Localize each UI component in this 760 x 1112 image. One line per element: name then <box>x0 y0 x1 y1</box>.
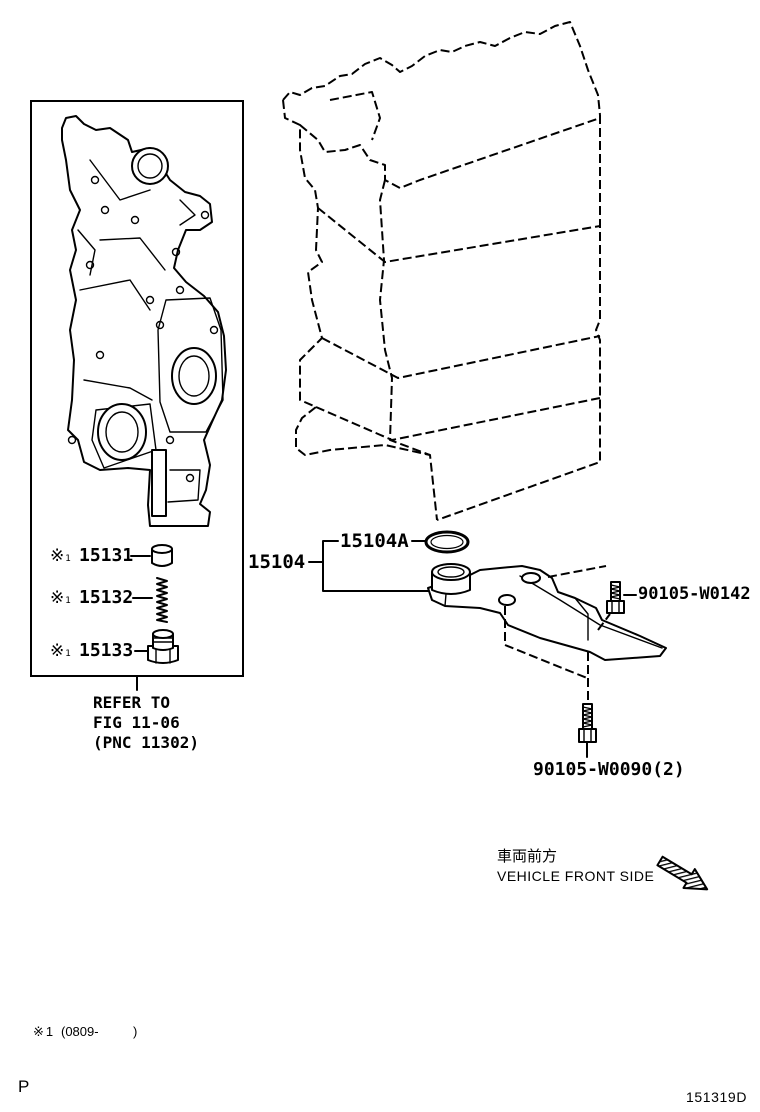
page-marker: P <box>18 1077 30 1096</box>
arrow-down-right-icon <box>656 855 709 891</box>
bolt-holes <box>67 175 219 483</box>
footnote-range-end: ) <box>133 1024 138 1039</box>
reference-mark: ※ <box>50 588 65 608</box>
reference-mark-number: 1 <box>65 554 71 564</box>
part-15131-drawing <box>130 544 173 567</box>
o-ring-drawing <box>411 530 470 554</box>
pump-assembly-drawing <box>427 563 667 661</box>
callout-15132[interactable]: ※ 1 15132 <box>50 589 133 607</box>
reference-mark: ※ <box>50 546 65 566</box>
callout-15104[interactable]: 15104 <box>248 551 306 573</box>
callout-90105-w0090[interactable]: 90105-W0090(2) <box>533 759 685 780</box>
part-15133-drawing <box>134 629 179 664</box>
part-15132-drawing <box>132 577 168 623</box>
refer-note-line: REFER TO <box>93 693 171 712</box>
callout-15133[interactable]: ※ 1 15133 <box>50 642 133 660</box>
vehicle-front-label-jp: 車両前方 <box>497 847 558 865</box>
footnote-mark-number: 1 <box>45 1024 54 1039</box>
bolt-upper-drawing <box>606 581 637 614</box>
refer-note[interactable]: REFER TO FIG 11-06 (PNC 11302) <box>93 693 199 753</box>
installation-guides <box>504 565 611 702</box>
vehicle-front-label-en: VEHICLE FRONT SIDE <box>497 868 655 884</box>
refer-note-pnc[interactable]: (PNC 11302) <box>93 733 199 752</box>
timing-cover-drawing <box>61 115 227 527</box>
refer-note-figure[interactable]: FIG 11-06 <box>93 713 180 732</box>
footnote-range-start: (0809- <box>61 1024 99 1039</box>
illustration-code: 151319D <box>686 1089 748 1105</box>
bolt-lower-drawing <box>578 703 597 758</box>
callout-90105-w0142[interactable]: 90105-W0142 <box>638 584 751 604</box>
engine-block-outline <box>282 21 601 521</box>
reference-mark: ※ <box>50 641 65 661</box>
reference-mark-number: 1 <box>65 649 71 659</box>
reference-mark-number: 1 <box>65 596 71 606</box>
assembly-bracket-leader <box>308 540 433 592</box>
footnote-mark-symbol: ※ <box>33 1024 44 1039</box>
callout-15131[interactable]: ※ 1 15131 <box>50 547 133 565</box>
part-number[interactable]: 15133 <box>78 640 134 661</box>
part-number[interactable]: 15132 <box>78 587 134 608</box>
footnote-mark: ※1 <box>33 1025 53 1038</box>
callout-15104a[interactable]: 15104A <box>340 530 409 552</box>
part-number[interactable]: 15131 <box>78 545 134 566</box>
